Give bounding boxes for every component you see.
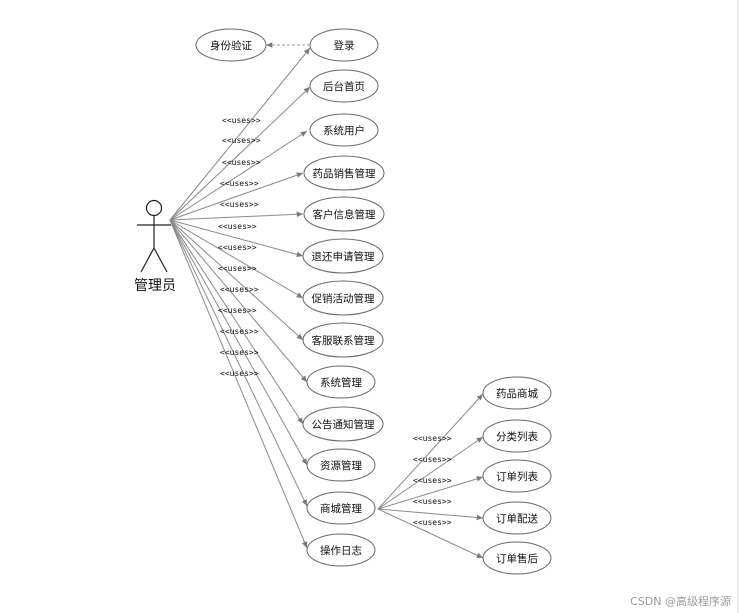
use-case-sysuser: 系统用户 (309, 113, 379, 147)
actor-label: 管理员 (134, 278, 176, 294)
use-case-label: 药品商城 (496, 387, 538, 400)
use-case-label: 退还申请管理 (312, 250, 375, 263)
use-case-label: 系统用户 (323, 124, 365, 137)
use-case-sysmgmt: 系统管理 (306, 365, 376, 399)
uses-label: <<uses>> (220, 200, 259, 209)
assoc-refund (169, 219, 304, 258)
actor-right-leg (153, 247, 168, 273)
use-case-label: 分类列表 (496, 430, 538, 443)
use-case-drugmall: 药品商城 (482, 376, 552, 410)
use-case-label: 后台首页 (323, 80, 365, 93)
assoc-customer (169, 211, 304, 221)
use-case-log: 操作日志 (306, 533, 376, 567)
uses-label: <<uses>> (413, 476, 452, 485)
actor-head (145, 199, 163, 217)
use-case-resource: 资源管理 (306, 448, 376, 482)
use-case-label: 商城管理 (320, 502, 362, 515)
use-case-refund: 退还申请管理 (302, 238, 384, 274)
uses-label: <<uses>> (220, 369, 259, 378)
use-case-label: 身份验证 (210, 39, 252, 52)
uses-label: <<uses>> (220, 348, 259, 357)
use-case-label: 系统管理 (320, 376, 362, 389)
use-case-label: 订单列表 (496, 470, 538, 483)
uses-label: <<uses>> (413, 434, 452, 443)
use-case-orderlist: 订单列表 (482, 459, 552, 493)
actor-left-leg (140, 247, 155, 273)
uses-label: <<uses>> (222, 158, 261, 167)
use-case-label: 客服联系管理 (312, 334, 375, 347)
assoc-sysmgmt (169, 219, 308, 383)
actor-associations (169, 47, 311, 549)
uses-labels: <<uses>> <<uses>> <<uses>> <<uses>> <<us… (218, 116, 452, 527)
assoc-login (169, 47, 311, 221)
csdn-watermark: CSDN @高级程序源 (630, 594, 731, 608)
uses-label: <<uses>> (413, 455, 452, 464)
uses-label: <<uses>> (222, 136, 261, 145)
use-case-label: 登录 (334, 39, 355, 52)
uses-label: <<uses>> (220, 285, 259, 294)
assoc-home (169, 86, 311, 221)
assoc-drugmall (377, 393, 484, 510)
use-case-label: 药品销售管理 (313, 167, 376, 180)
assoc-notice (169, 219, 304, 425)
use-case-aftersale: 订单售后 (482, 541, 552, 575)
uses-label: <<uses>> (218, 306, 257, 315)
uses-label: <<uses>> (218, 222, 257, 231)
use-case-label: 促销活动管理 (312, 292, 375, 305)
assoc-log (169, 219, 308, 549)
use-case-promo: 促销活动管理 (302, 280, 384, 316)
uses-label: <<uses>> (220, 179, 259, 188)
assoc-service (169, 219, 304, 341)
use-case-delivery: 订单配送 (482, 501, 552, 535)
use-case-label: 公告通知管理 (312, 418, 375, 431)
use-case-mall: 商城管理 (306, 491, 376, 525)
uses-label: <<uses>> (218, 243, 257, 252)
use-case-login: 登录 (309, 28, 379, 62)
actor-admin: 管理员 (134, 199, 176, 294)
uses-label: <<uses>> (220, 327, 259, 336)
uses-label: <<uses>> (222, 116, 261, 125)
assoc-orderlist (377, 476, 484, 510)
use-case-category: 分类列表 (482, 419, 552, 453)
use-case-service: 客服联系管理 (302, 322, 384, 358)
assoc-aftersale (377, 508, 484, 559)
use-case-label: 订单售后 (496, 552, 538, 565)
use-case-label: 操作日志 (320, 544, 362, 557)
assoc-resource (169, 219, 308, 466)
use-case-label: 客户信息管理 (313, 208, 376, 221)
use-case-customer: 客户信息管理 (303, 196, 385, 232)
uses-label: <<uses>> (218, 264, 257, 273)
uses-label: <<uses>> (413, 518, 452, 527)
assoc-drugsales (169, 172, 304, 221)
use-case-home: 后台首页 (309, 69, 379, 103)
assoc-mall (169, 219, 308, 507)
use-case-label: 订单配送 (496, 512, 538, 525)
assoc-category (377, 436, 484, 510)
uses-label: <<uses>> (413, 497, 452, 506)
assoc-sysuser (169, 130, 308, 221)
mall-associations (377, 393, 484, 559)
use-case-drugsales: 药品销售管理 (303, 155, 385, 191)
assoc-promo (169, 219, 304, 299)
use-case-label: 资源管理 (320, 459, 362, 472)
use-case-auth: 身份验证 (195, 28, 267, 62)
assoc-delivery (377, 508, 484, 521)
use-case-notice: 公告通知管理 (302, 406, 384, 442)
